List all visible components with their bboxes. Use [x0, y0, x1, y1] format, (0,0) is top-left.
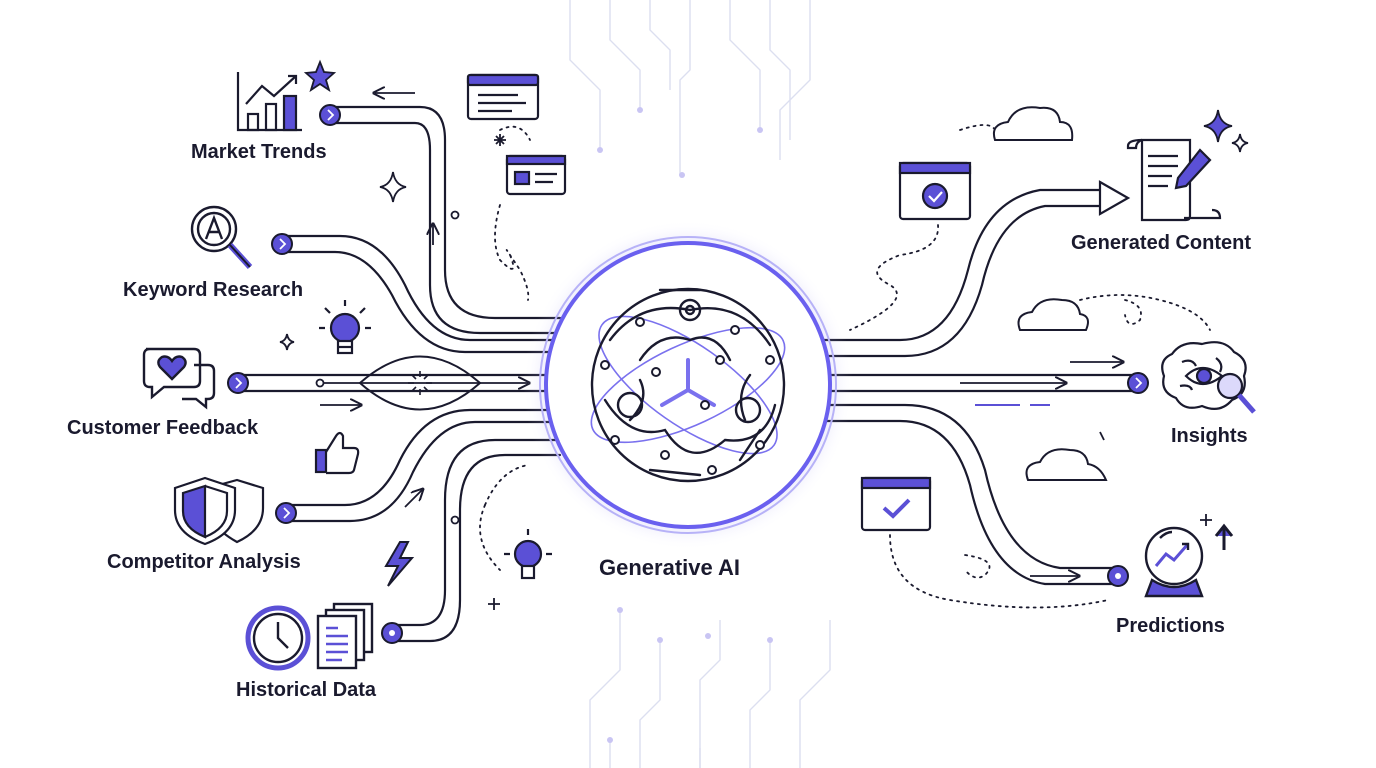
hub-nodes: [600, 317, 775, 475]
input-label-keyword-research: Keyword Research: [123, 279, 304, 301]
lightning-icon: [384, 541, 415, 587]
cloud-icon-2: [1017, 298, 1089, 331]
output-label-predictions: Predictions: [1116, 615, 1225, 637]
endpoint-keyword-research: [271, 233, 293, 255]
brain-eye-icon: [1161, 341, 1256, 414]
browser-window-icon: [466, 73, 540, 121]
lightbulb-icon-2: [504, 529, 552, 580]
endpoint-competitor-analysis: [275, 502, 297, 524]
input-label-historical-data: Historical Data: [236, 679, 377, 701]
shield-icon: [173, 476, 265, 546]
sparkles-right: [1099, 109, 1249, 526]
input-label-customer-feedback: Customer Feedback: [67, 417, 259, 439]
lightbulb-icon: [319, 300, 371, 355]
output-label-generated-content: Generated Content: [1071, 232, 1252, 254]
chat-heart-icon: [142, 347, 216, 410]
cloud-icon-1: [992, 106, 1074, 141]
clock-documents-icon: [245, 602, 374, 671]
background-circuits: [569, 0, 831, 768]
endpoint-market-trends: [319, 104, 341, 126]
input-flow-lines: [236, 105, 562, 643]
sparkles-left: [279, 134, 506, 610]
dotted-connectors: [479, 124, 1211, 609]
hub-label: Generative AI: [599, 555, 741, 580]
chart-growth-icon: [236, 72, 302, 132]
input-label-competitor-analysis: Competitor Analysis: [107, 551, 301, 573]
star-icon: [303, 59, 337, 93]
input-endpoints: [227, 104, 403, 644]
output-flow-lines: [818, 188, 1142, 586]
check-window-icon-1: [898, 161, 972, 221]
thumbs-up-icon: [314, 431, 360, 475]
endpoint-insights: [1127, 372, 1149, 394]
check-window-icon-2: [860, 476, 932, 532]
output-flow-accents: [960, 180, 1131, 576]
brain-circuit-icon: [590, 287, 786, 483]
card-window-icon: [505, 154, 567, 196]
magnifier-letter-icon: [190, 205, 253, 270]
endpoint-predictions: [1107, 565, 1129, 587]
crystal-ball-icon: [1144, 523, 1234, 598]
input-label-market-trends: Market Trends: [191, 141, 327, 163]
endpoint-customer-feedback: [227, 372, 249, 394]
cloud-icon-3: [1025, 448, 1108, 481]
hub-ring-outer: [539, 236, 837, 534]
output-endpoints: [1107, 372, 1149, 587]
output-label-insights: Insights: [1171, 425, 1248, 447]
endpoint-historical-data: [381, 622, 403, 644]
scroll-pen-icon: [1126, 138, 1222, 222]
input-flow-accents: [315, 93, 529, 525]
